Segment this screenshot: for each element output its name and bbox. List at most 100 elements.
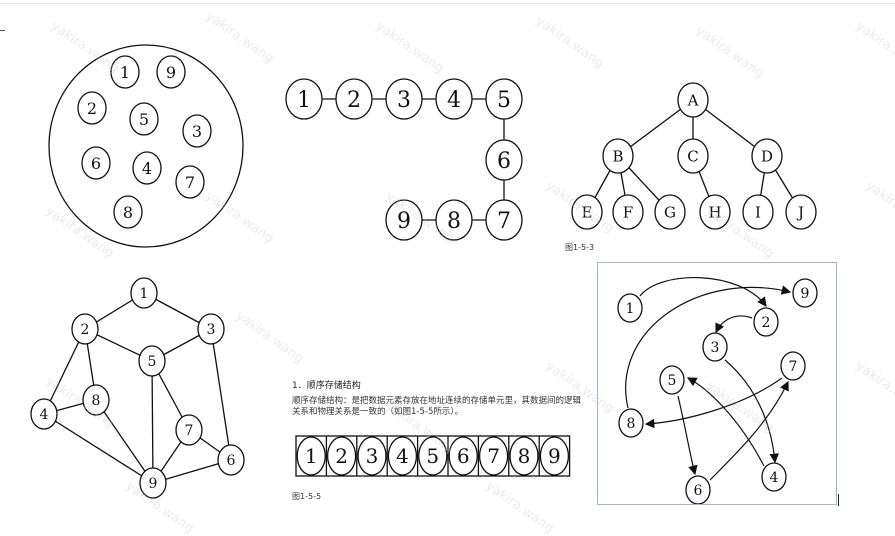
linked-node-4: 4 [761, 462, 787, 492]
sequential-cell-4-label: 4 [396, 444, 409, 468]
sequential-cell-2-label: 2 [335, 444, 348, 468]
graph-node-7: 7 [175, 414, 203, 446]
tree-node-B-label: B [612, 147, 623, 165]
edge-mark [0, 30, 5, 31]
linked-node-9-label: 9 [801, 286, 810, 302]
set-node-7-label: 7 [185, 173, 195, 192]
set-node-1-label: 1 [120, 63, 130, 82]
sequential-cell-1-label: 1 [305, 444, 318, 468]
arrow-2-3 [715, 315, 753, 334]
linear-node-2: 2 [335, 78, 373, 120]
set-node-8: 8 [113, 195, 143, 229]
tree-node-H-label: H [708, 203, 721, 221]
linear-node-9: 9 [385, 199, 423, 241]
tree-node-E: E [571, 194, 603, 230]
tree-node-E-label: E [582, 203, 593, 221]
linear-node-3: 3 [385, 78, 423, 120]
linear-node-2-label: 2 [347, 88, 361, 113]
graph-node-6-label: 6 [227, 453, 236, 469]
linear-node-5-label: 5 [497, 88, 511, 113]
linear-node-9-label: 9 [397, 209, 411, 234]
linked-node-8: 8 [618, 408, 644, 438]
linked-node-7-label: 7 [789, 359, 798, 375]
set-node-8-label: 8 [123, 203, 133, 222]
arrow-6-7 [709, 380, 789, 481]
tree-node-A: A [677, 82, 709, 118]
graph-node-2-label: 2 [81, 322, 90, 338]
tree-node-D: D [751, 138, 783, 174]
tree-node-A-label: A [687, 91, 699, 109]
sequential-cell-3-label: 3 [366, 444, 379, 468]
linear-node-1-label: 1 [297, 88, 311, 113]
tree-node-H: H [699, 194, 731, 230]
tree-node-I: I [742, 194, 774, 230]
arrow-3-4 [724, 359, 779, 464]
sequential-description: 顺序存储结构：是把数据元素存放在地址连续的存储单元里，其数据间的逻辑关系和物理关… [292, 396, 582, 417]
graph-node-8: 8 [82, 384, 110, 416]
linked-node-1: 1 [617, 293, 643, 323]
sequential-cell-6: 6 [448, 436, 478, 476]
set-node-2: 2 [77, 91, 107, 125]
tree-node-J-label: J [796, 203, 804, 221]
tree-node-G-label: G [664, 203, 676, 221]
set-node-5: 5 [129, 102, 159, 136]
sequential-cell-5: 5 [418, 436, 448, 476]
linked-node-6-label: 6 [694, 483, 703, 499]
sequential-cell-9-label: 9 [548, 444, 561, 468]
sequential-cell-7-label: 7 [487, 444, 500, 468]
linear-node-3-label: 3 [397, 88, 411, 113]
graph-node-4: 4 [30, 398, 58, 430]
linear-node-1: 1 [285, 78, 323, 120]
set-node-3: 3 [182, 114, 212, 148]
sequential-cell-4: 4 [387, 436, 418, 476]
graph-edge [95, 399, 154, 484]
set-node-3-label: 3 [192, 122, 202, 141]
sequential-cell-2: 2 [326, 436, 357, 476]
graph-node-7-label: 7 [185, 423, 194, 439]
sequential-caption: 图1-5-5 [292, 492, 322, 501]
arrow-7-8 [644, 377, 783, 429]
graph-node-3: 3 [197, 313, 225, 345]
linked-node-7: 7 [780, 351, 806, 381]
arrow-5-6 [677, 395, 698, 476]
linked-node-8-label: 8 [627, 416, 636, 432]
linked-node-2: 2 [753, 307, 779, 337]
sequential-cell-8-label: 8 [518, 444, 531, 468]
arrow-4-5 [686, 377, 765, 467]
tree-node-G: G [654, 194, 686, 230]
tree-node-J: J [785, 194, 817, 230]
linked-node-2-label: 2 [762, 315, 771, 331]
sequential-cell-6-label: 6 [457, 444, 470, 468]
linked-node-5: 5 [659, 365, 685, 395]
graph-node-1: 1 [130, 277, 158, 309]
graph-edge [210, 328, 232, 461]
graph-edge [43, 413, 154, 484]
set-node-9-label: 9 [166, 63, 176, 82]
graph-node-3-label: 3 [207, 322, 216, 338]
graph-diagram: 1 2 3 4 5 6 7 8 9 [30, 277, 245, 499]
graph-node-1-label: 1 [140, 286, 149, 302]
set-node-5-label: 5 [139, 110, 149, 129]
tree-node-D-label: D [761, 147, 773, 165]
linear-node-7: 7 [485, 199, 523, 241]
graph-node-9-label: 9 [149, 476, 158, 492]
tree-node-F: F [612, 194, 644, 230]
arrow-1-2 [639, 276, 767, 307]
arrow-8-9 [625, 285, 792, 409]
tree-node-I-label: I [755, 203, 761, 221]
linked-diagram-frame [597, 262, 837, 505]
set-node-9: 9 [156, 55, 186, 89]
set-node-6: 6 [81, 146, 111, 180]
sequential-cell-9: 9 [539, 436, 570, 476]
linear-node-4: 4 [435, 78, 473, 120]
graph-node-5: 5 [138, 345, 166, 377]
sequential-cell-1: 1 [296, 436, 326, 476]
graph-edge [43, 328, 86, 415]
sequential-cell-8: 8 [509, 436, 539, 476]
graph-node-4-label: 4 [40, 407, 49, 423]
graph-edge [151, 360, 154, 484]
graph-node-8-label: 8 [92, 393, 101, 409]
